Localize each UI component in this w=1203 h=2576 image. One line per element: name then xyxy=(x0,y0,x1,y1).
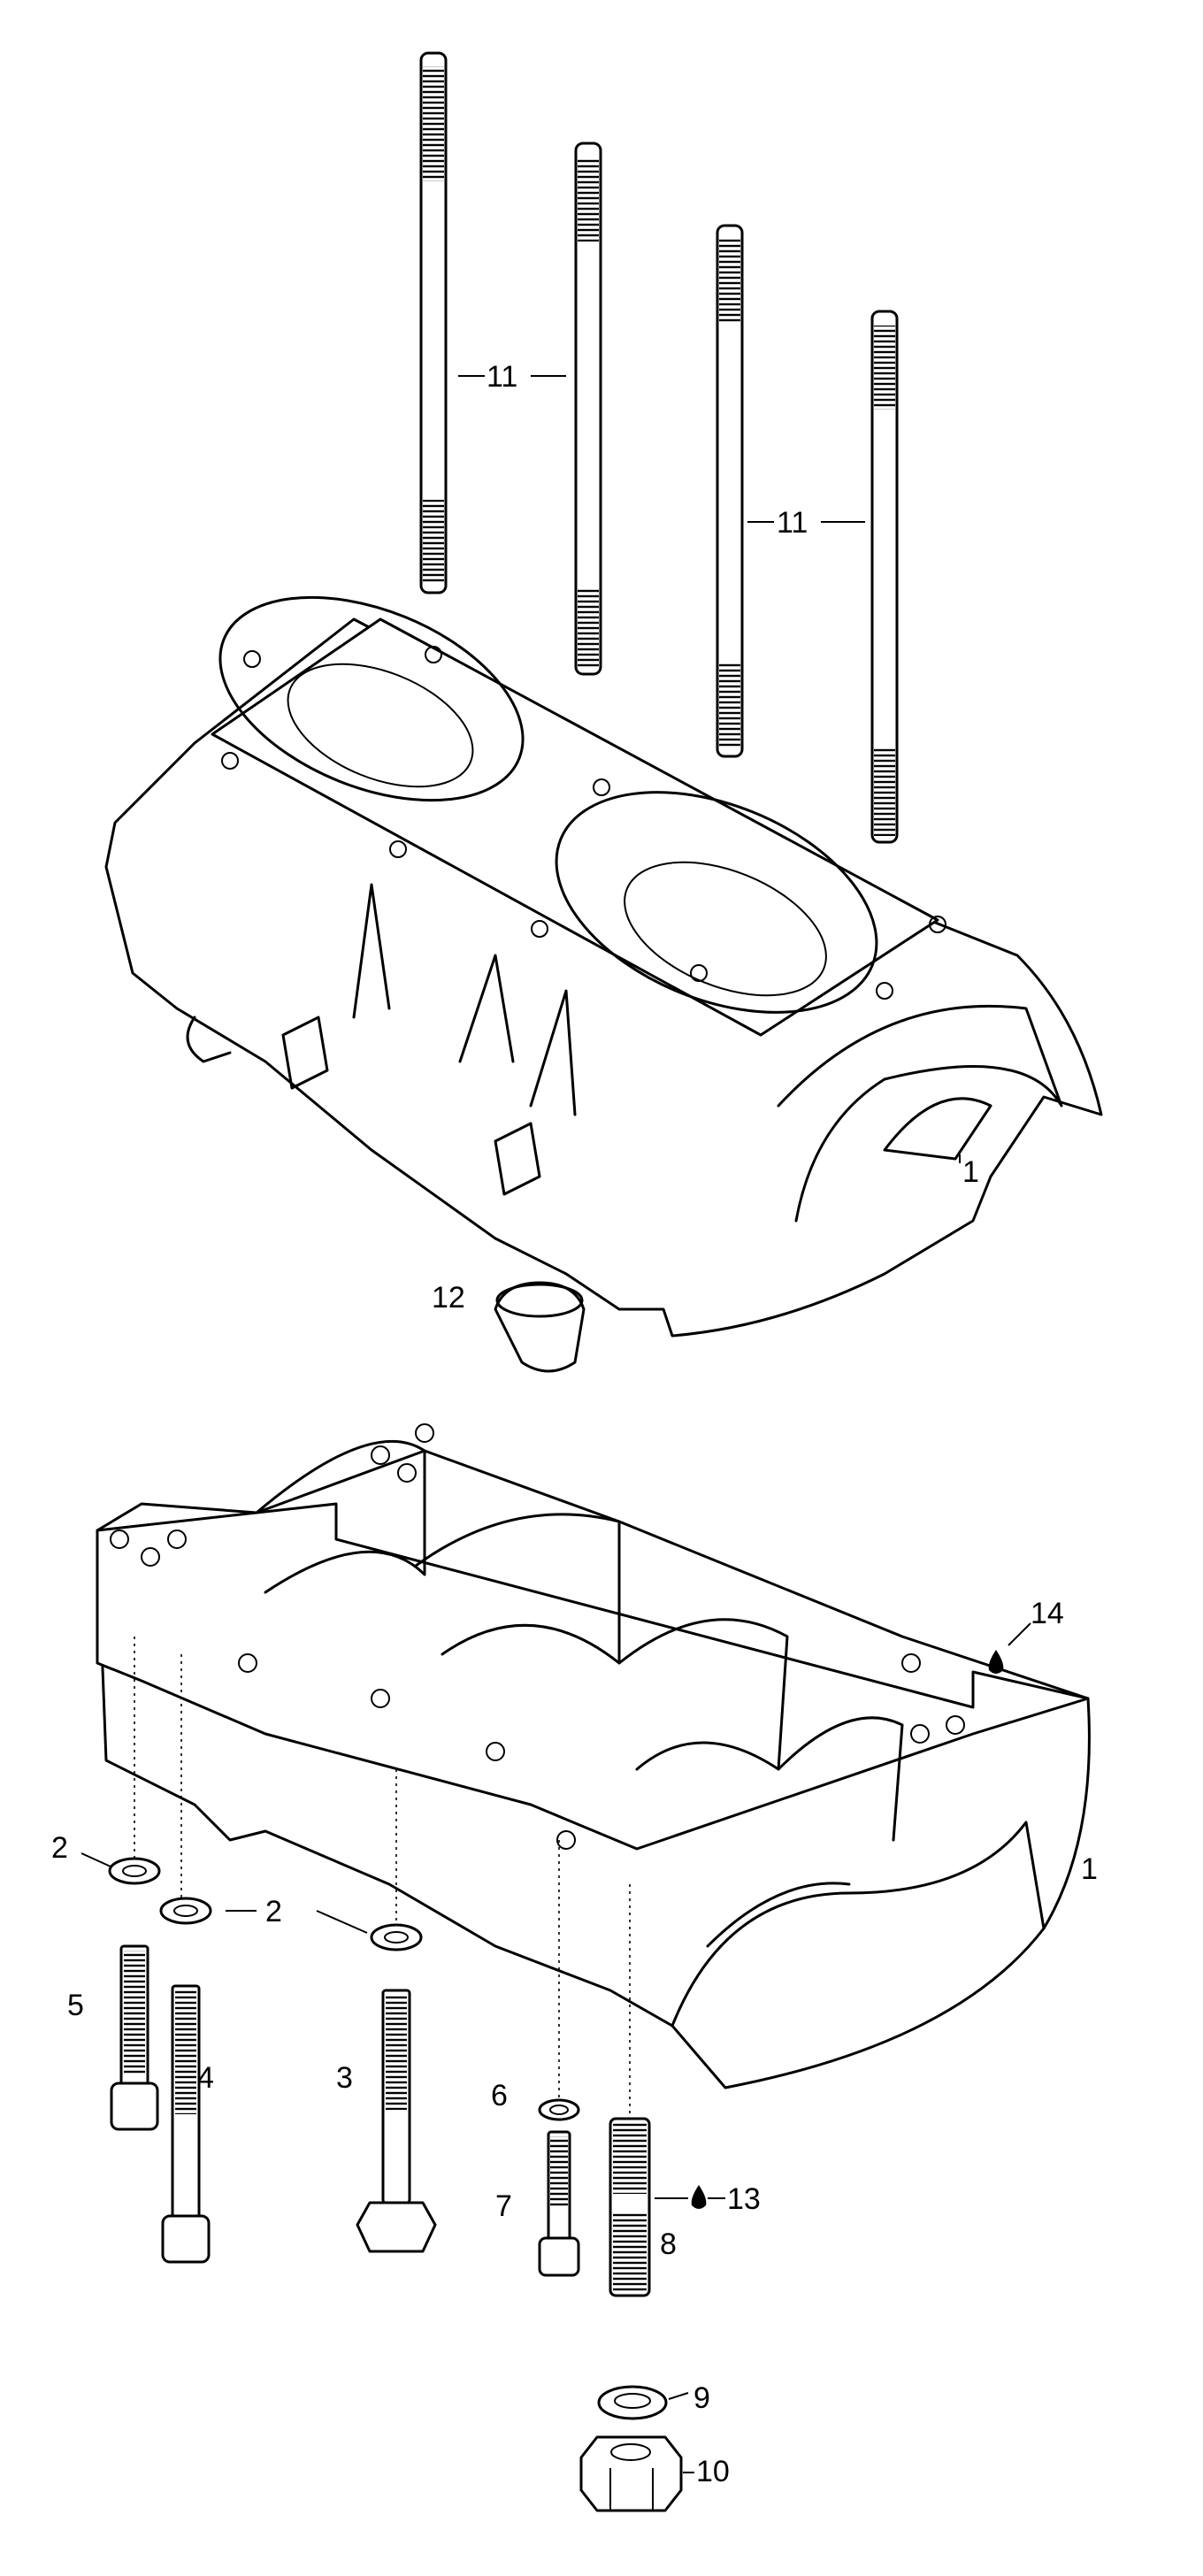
callout-10: 10 xyxy=(696,2455,730,2488)
stud-11-c xyxy=(716,224,744,758)
stud-11-b xyxy=(574,142,602,676)
callout-9: 9 xyxy=(693,2381,710,2415)
stud-8 xyxy=(609,2117,651,2297)
callout-11-left: 11 xyxy=(487,360,517,394)
callout-1-upper: 1 xyxy=(962,1155,979,1189)
upper-crankcase-half xyxy=(104,595,1103,1338)
socket-screw-4 xyxy=(161,1984,211,2264)
lock-washer-2-a xyxy=(108,1857,161,1885)
socket-screw-5 xyxy=(110,1944,159,2131)
callout-12: 12 xyxy=(432,1281,465,1315)
callout-5: 5 xyxy=(67,1989,84,2022)
stud-11-d xyxy=(870,310,899,844)
hex-nut-10 xyxy=(579,2435,683,2512)
plug-12 xyxy=(494,1281,586,1373)
callout-2-center: 2 xyxy=(265,1895,282,1928)
lower-crankcase-half xyxy=(96,1423,1091,2089)
callout-4: 4 xyxy=(197,2061,214,2095)
callout-3: 3 xyxy=(336,2061,353,2095)
callout-11-right: 11 xyxy=(777,506,808,540)
callout-13: 13 xyxy=(727,2182,761,2216)
droplet-icon xyxy=(988,1650,1004,1674)
droplet-icon xyxy=(691,2185,707,2209)
callout-8: 8 xyxy=(660,2227,677,2261)
lock-washer-2-b xyxy=(159,1897,212,1925)
callout-1-lower: 1 xyxy=(1081,1852,1098,1886)
callout-2-left: 2 xyxy=(51,1831,68,1865)
socket-screw-7 xyxy=(538,2130,580,2277)
stud-11-a xyxy=(419,51,448,594)
lock-washer-2-c xyxy=(370,1923,423,1951)
callout-7: 7 xyxy=(495,2189,512,2223)
hex-bolt-3 xyxy=(356,1989,437,2253)
lock-washer-9 xyxy=(597,2385,668,2420)
callout-6: 6 xyxy=(491,2079,508,2112)
callout-14: 14 xyxy=(1031,1597,1064,1630)
washer-6 xyxy=(538,2098,580,2121)
